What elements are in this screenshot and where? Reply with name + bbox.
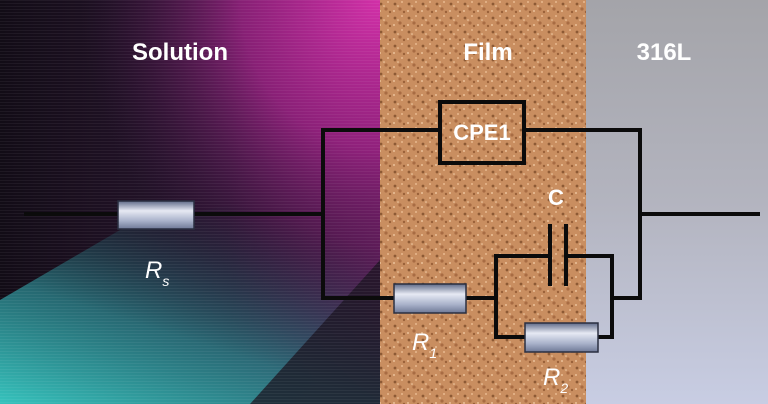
r2-subscript: 2 <box>559 380 568 396</box>
capacitor <box>548 224 568 286</box>
r1-symbol: R <box>412 329 429 356</box>
rs-label: Rs <box>145 257 169 289</box>
metal-region <box>586 0 768 404</box>
film-label: Film <box>463 39 512 66</box>
r1-subscript: 1 <box>429 345 437 361</box>
r2-label: R2 <box>543 364 568 396</box>
r2-resistor <box>524 322 599 353</box>
r1-label: R1 <box>412 329 437 361</box>
cpe-element <box>438 100 526 165</box>
r1-resistor <box>393 283 467 314</box>
metal-label: 316L <box>637 39 692 66</box>
circuit-wires <box>24 128 760 339</box>
cpe-label: CPE1 <box>453 120 510 145</box>
rs-symbol: R <box>145 257 162 284</box>
solution-label: Solution <box>132 39 228 66</box>
capacitor-label: C <box>548 185 564 210</box>
rs-subscript: s <box>162 273 169 289</box>
rs-resistor <box>117 200 195 230</box>
r2-symbol: R <box>543 364 560 391</box>
